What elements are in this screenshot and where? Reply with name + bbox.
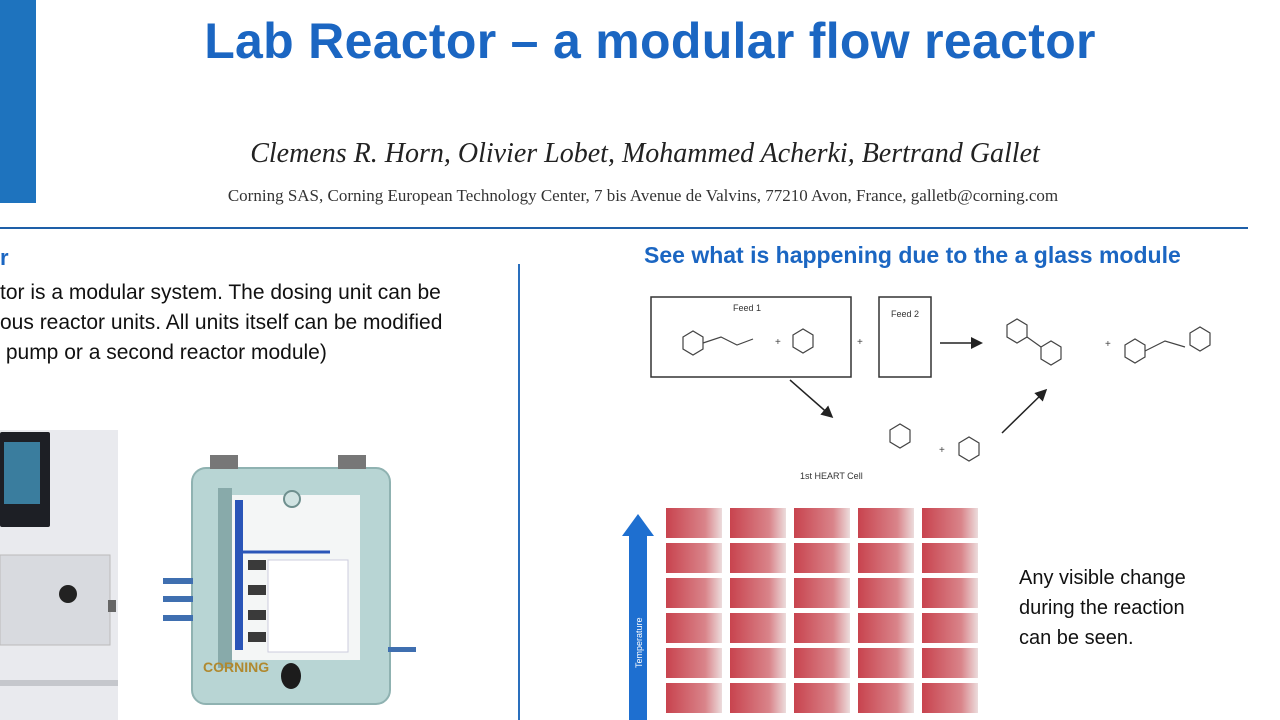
observation-tile — [922, 508, 978, 538]
corning-brand: CORNING — [203, 659, 269, 675]
column-divider — [518, 264, 520, 720]
observation-tile — [666, 543, 722, 573]
observation-tile — [730, 648, 786, 678]
observation-tile — [666, 683, 722, 713]
feed1-label: Feed 1 — [733, 303, 761, 313]
observation-tile — [730, 683, 786, 713]
caption-line-2: during the reaction — [1019, 597, 1185, 619]
reaction-observation-figure: Temperature — [622, 508, 978, 720]
temperature-axis-label: Temperature — [634, 617, 644, 668]
observation-tile — [794, 578, 850, 608]
observation-tile — [858, 648, 914, 678]
observation-tile — [858, 543, 914, 573]
observation-tile — [794, 613, 850, 643]
molecule-structures — [682, 318, 1211, 462]
observation-tile — [794, 683, 850, 713]
feed2-label: Feed 2 — [891, 309, 919, 319]
header-divider — [0, 227, 1248, 229]
observation-tile — [730, 543, 786, 573]
caption-line-3: can be seen. — [1019, 627, 1134, 649]
caption-line-1: Any visible change — [1019, 567, 1186, 589]
right-section-heading: See what is happening due to the a glass… — [644, 242, 1181, 268]
temperature-arrow-icon — [622, 514, 654, 536]
body-line-2: ous reactor units. All units itself can … — [0, 311, 443, 334]
observation-caption: Any visible change during the reaction c… — [1019, 563, 1249, 653]
observation-tile — [922, 648, 978, 678]
svg-text:+: + — [939, 445, 945, 456]
reaction-scheme: Feed 1 Feed 2 + + + + 1st HEART Cell — [650, 296, 1211, 481]
knob-icon — [59, 585, 77, 603]
cell-to-product-arrow — [1001, 388, 1048, 434]
observation-tile — [922, 613, 978, 643]
observation-tile — [730, 508, 786, 538]
observation-tile — [794, 508, 850, 538]
poster-authors: Clemens R. Horn, Olivier Lobet, Mohammed… — [250, 138, 1040, 169]
observation-tile — [666, 508, 722, 538]
observation-tile — [858, 613, 914, 643]
poster-affiliation: Corning SAS, Corning European Technology… — [227, 186, 1059, 205]
observation-tile — [922, 578, 978, 608]
observation-tile — [730, 578, 786, 608]
observation-tile — [858, 683, 914, 713]
feed-to-cell-arrow — [789, 379, 834, 418]
heart-cell-label: 1st HEART Cell — [800, 471, 863, 481]
header-accent-bar — [0, 0, 36, 203]
tile-grid — [666, 508, 978, 713]
observation-tile — [858, 578, 914, 608]
feed1-box — [650, 296, 852, 378]
svg-text:+: + — [1105, 339, 1111, 350]
body-line-1: tor is a modular system. The dosing unit… — [0, 281, 441, 304]
observation-tile — [730, 613, 786, 643]
observation-tile — [922, 543, 978, 573]
poster-title: Lab Reactor – a modular flow reactor — [204, 13, 1096, 69]
observation-tile — [666, 578, 722, 608]
observation-tile — [858, 508, 914, 538]
left-section-body: tor is a modular system. The dosing unit… — [0, 278, 510, 368]
observation-tile — [922, 683, 978, 713]
left-section-heading: r — [0, 245, 9, 270]
svg-text:+: + — [857, 337, 863, 348]
reactor-photo: CORNING — [0, 430, 416, 720]
observation-tile — [666, 613, 722, 643]
svg-text:+: + — [775, 337, 781, 348]
body-line-3: pump or a second reactor module) — [0, 341, 327, 364]
feed2-box — [878, 296, 932, 378]
observation-tile — [794, 543, 850, 573]
observation-tile — [666, 648, 722, 678]
observation-tile — [794, 648, 850, 678]
